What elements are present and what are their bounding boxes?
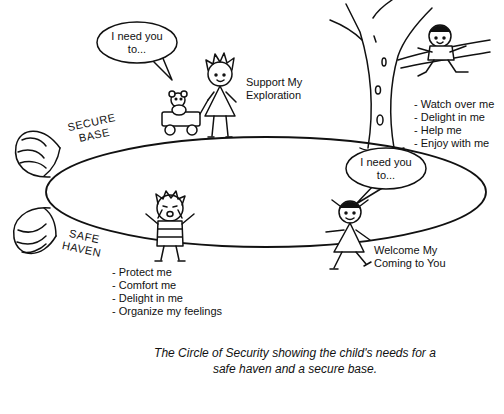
tree-illustration	[373, 0, 392, 18]
speech-bubble-outline	[346, 148, 426, 189]
speech-bubble: I need you to...	[345, 147, 427, 190]
explorer-child	[165, 125, 175, 135]
crying-child	[158, 229, 182, 237]
hands-illustration	[14, 208, 56, 254]
explorer-child	[212, 116, 228, 136]
need-item: - Enjoy with me	[414, 137, 489, 150]
tree-illustration	[330, 0, 490, 151]
explorer-child	[172, 105, 186, 115]
need-item: - Organize my feelings	[112, 305, 222, 318]
circle-label: SAFE HAVEN	[56, 225, 110, 261]
speech-bubble: I need you to...	[96, 21, 178, 64]
climbing-child	[418, 60, 468, 76]
hands-illustration	[16, 131, 60, 177]
explorer-child	[180, 98, 182, 100]
explorer-child	[208, 92, 214, 100]
climbing-child	[418, 25, 468, 76]
climbing-child	[418, 46, 466, 52]
need-item: - Help me	[414, 124, 462, 137]
circle-label: SECURE BASE	[64, 111, 122, 148]
hands-illustration	[17, 236, 46, 244]
climbing-child	[429, 25, 451, 47]
circle-path	[46, 137, 486, 247]
explorer-child	[226, 92, 236, 102]
climbing-child	[430, 26, 450, 32]
hands-illustration	[18, 150, 44, 158]
bubble-tail	[150, 56, 384, 204]
explorer-child	[169, 91, 175, 97]
crying-child	[163, 206, 177, 207]
crying-child	[167, 212, 173, 217]
need-label: Welcome My Coming to You	[374, 244, 456, 270]
tree-illustration	[346, 4, 371, 148]
running-child	[334, 252, 366, 268]
climbing-child	[437, 42, 443, 44]
explorer-child	[187, 125, 197, 135]
explorer-child	[175, 98, 177, 100]
hands-illustration	[14, 131, 60, 253]
need-item: - Delight in me	[414, 111, 485, 124]
crying-child	[146, 191, 194, 261]
hands-illustration	[22, 244, 46, 253]
tree-illustration	[382, 58, 386, 66]
crying-child	[146, 214, 194, 224]
need-item: - Comfort me	[112, 279, 176, 292]
hands-illustration	[44, 208, 56, 236]
explorer-child	[215, 74, 217, 76]
crying-child	[156, 191, 185, 205]
climbing-child	[428, 46, 454, 60]
crying-child	[155, 260, 185, 262]
running-child	[353, 212, 355, 214]
climbing-child	[435, 37, 437, 39]
speech-text: I need you to...	[111, 30, 163, 56]
running-child	[340, 202, 360, 208]
running-child	[339, 201, 361, 223]
tree-illustration	[377, 115, 383, 125]
tree-illustration	[376, 86, 381, 94]
explorer-child	[223, 74, 225, 76]
crying-child	[157, 221, 183, 246]
explorer-child	[205, 86, 235, 116]
crying-child	[158, 210, 182, 218]
crying-child	[161, 246, 179, 260]
explorer-child	[217, 80, 224, 82]
caption: The Circle of Security showing the child…	[150, 345, 440, 377]
need-item: - Delight in me	[112, 292, 183, 305]
running-child	[326, 230, 370, 240]
hands-illustration	[44, 148, 60, 176]
hands-illustration	[18, 224, 46, 232]
running-child	[326, 200, 371, 269]
tree-illustration	[374, 36, 376, 42]
climbing-child	[443, 37, 445, 39]
explorer-child	[206, 53, 234, 70]
need-item: - Watch over me	[414, 98, 494, 111]
explorer-child	[208, 62, 232, 86]
speech-bubble-outline	[97, 22, 177, 63]
running-child	[334, 223, 364, 252]
tree-illustration	[330, 20, 362, 40]
running-child	[345, 212, 347, 214]
need-label: Support My Exploration	[246, 76, 326, 102]
explorer-child	[181, 91, 187, 97]
running-child	[346, 218, 354, 220]
explorer-child	[208, 136, 232, 138]
circle-path	[46, 137, 486, 247]
running-child	[330, 262, 371, 269]
hands-illustration	[22, 138, 46, 146]
speech-text: I need you to...	[360, 156, 412, 182]
explorer-child	[162, 53, 236, 137]
need-item: - Protect me	[112, 266, 172, 279]
hands-illustration	[20, 162, 46, 168]
